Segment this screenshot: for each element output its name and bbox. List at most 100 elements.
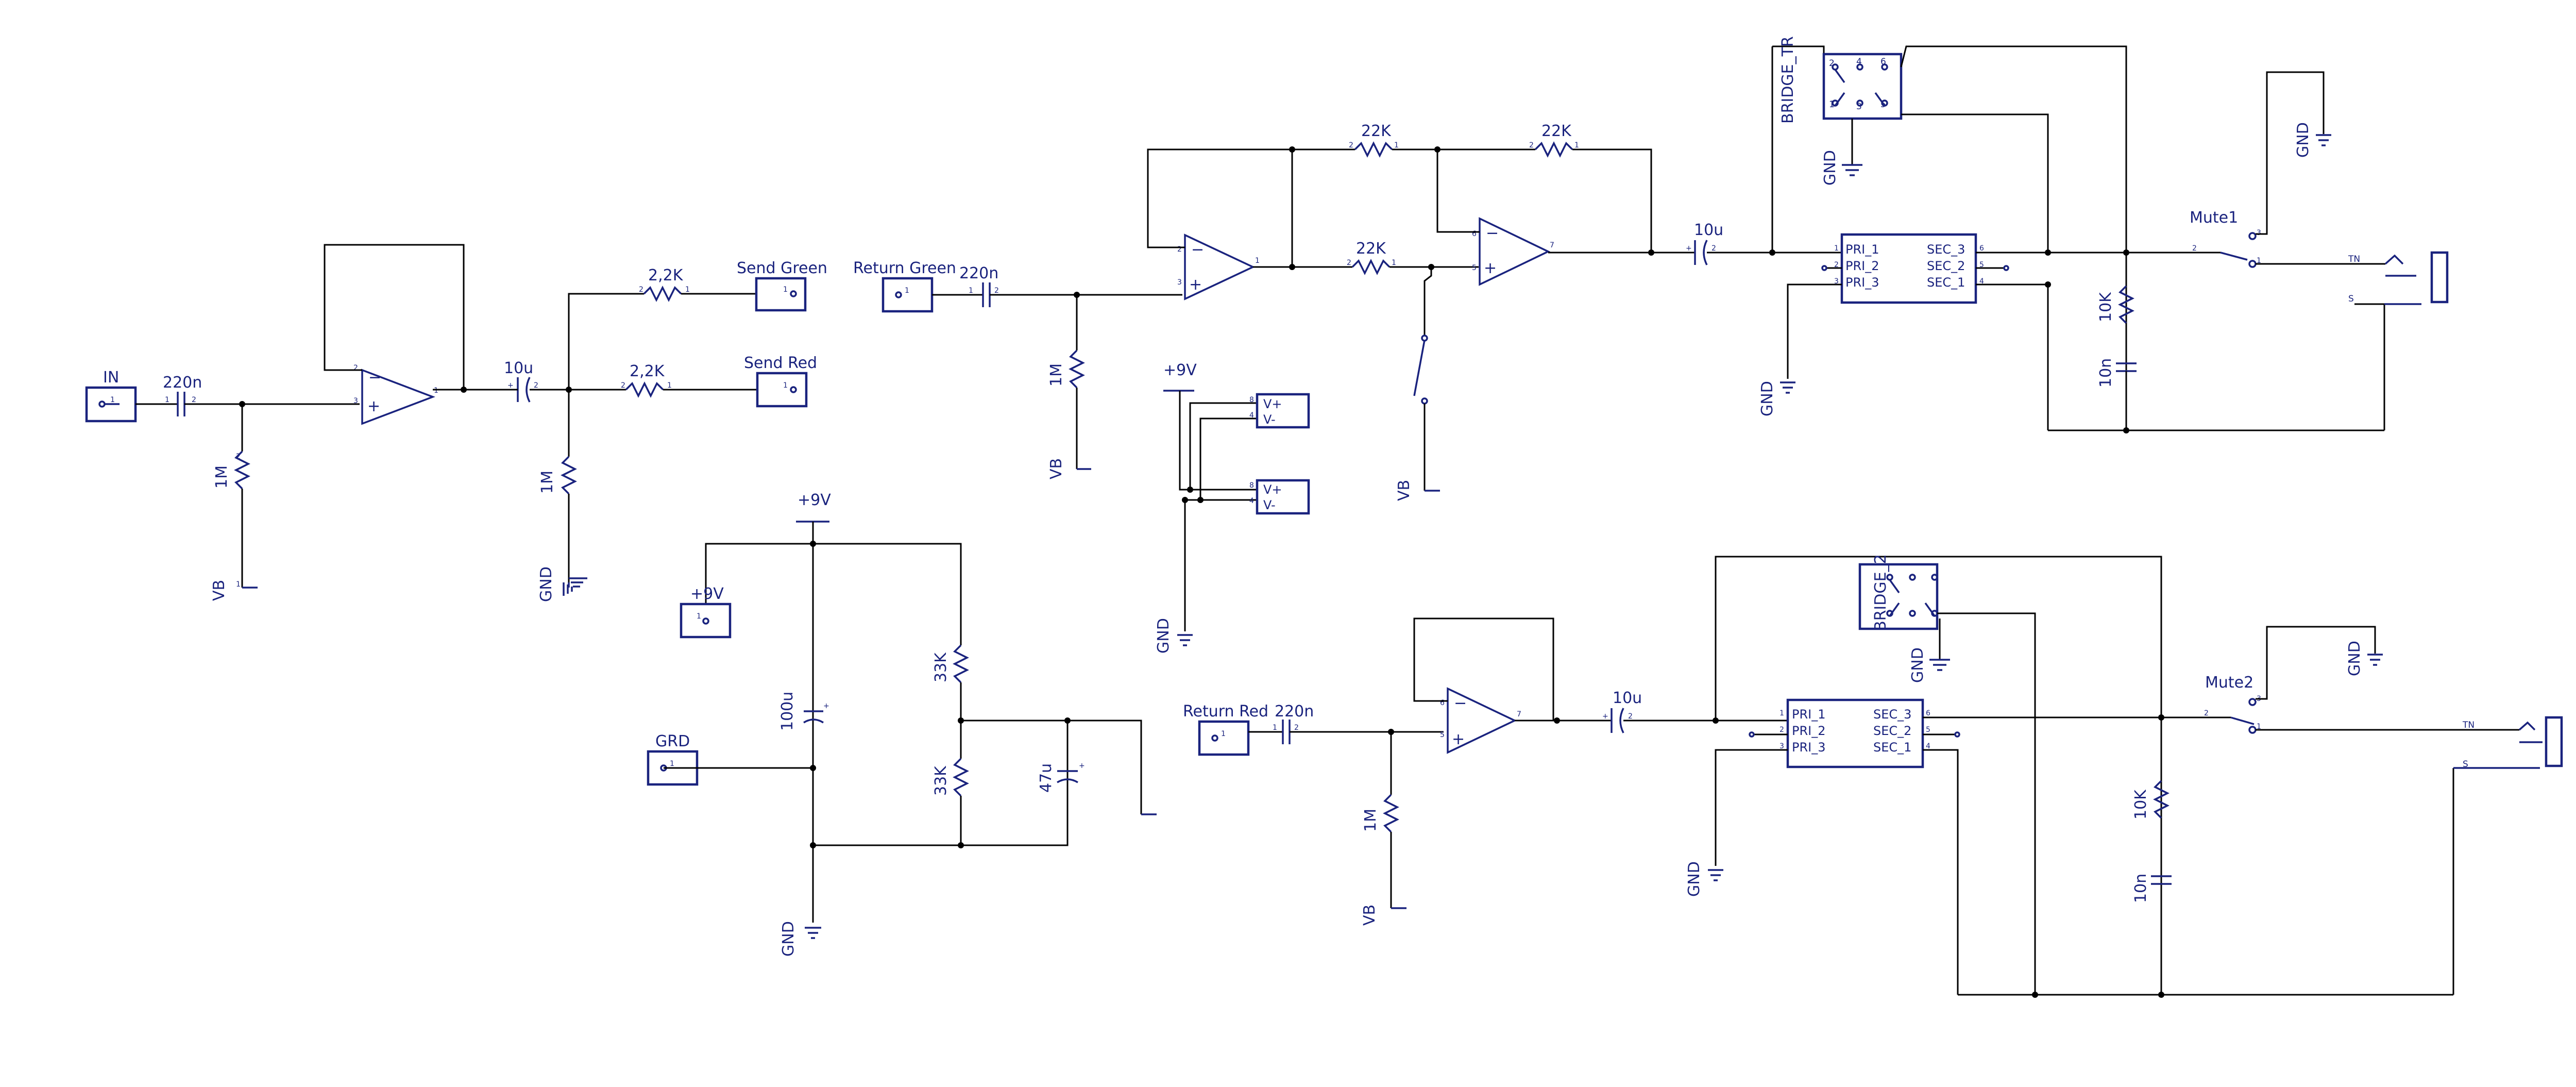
- vb-label-3: VB: [1395, 480, 1413, 501]
- r-ret-green-label: 1M: [1047, 363, 1065, 387]
- svg-text:3: 3: [353, 397, 358, 405]
- svg-text:2: 2: [1347, 259, 1351, 267]
- t2-pri3: PRI_3: [1792, 740, 1826, 755]
- c-in-label: 220n: [163, 374, 202, 392]
- send-red-connector[interactable]: [756, 372, 808, 408]
- svg-text:+: +: [1686, 244, 1692, 253]
- t2-sec1: SEC_1: [1873, 740, 1911, 755]
- plus9v-connector[interactable]: [680, 603, 732, 639]
- mute2-label: Mute2: [2205, 674, 2253, 692]
- svg-text:1: 1: [1392, 259, 1396, 267]
- svg-text:1: 1: [969, 287, 973, 295]
- svg-text:1: 1: [1255, 257, 1260, 265]
- transformer-2: [1786, 698, 1924, 768]
- in-connector[interactable]: [85, 386, 137, 423]
- c-psu-label: 100u: [778, 692, 796, 731]
- return-red-connector[interactable]: [1198, 720, 1250, 756]
- svg-text:5: 5: [1440, 731, 1445, 739]
- t1-pri1: PRI_1: [1845, 242, 1879, 257]
- svg-text:3: 3: [2257, 229, 2261, 237]
- output-green-section: PRI_1 PRI_2 PRI_3 SEC_3 SEC_2 SEC_1 1 2 …: [1758, 36, 2449, 433]
- jack1-s: S: [2348, 294, 2354, 304]
- c-mute2-label: 10n: [2132, 874, 2150, 903]
- vb-label-1: VB: [210, 580, 228, 601]
- svg-text:2: 2: [621, 381, 625, 390]
- send-green-connector[interactable]: [755, 277, 807, 312]
- ic1-vminus-label: V-: [1263, 412, 1276, 427]
- svg-text:5: 5: [1979, 261, 1984, 269]
- vb-label-2: VB: [1047, 458, 1065, 479]
- svg-text:6: 6: [1880, 57, 1886, 67]
- svg-text:2: 2: [1294, 724, 1299, 732]
- bridge-2: [1858, 563, 1939, 630]
- svg-text:+: +: [1602, 712, 1608, 721]
- svg-text:1: 1: [1834, 244, 1839, 253]
- gnd-label-bridge1: GND: [1821, 150, 1839, 186]
- svg-text:1: 1: [2257, 257, 2261, 265]
- c-mute1-label: 10n: [2097, 358, 2115, 388]
- t1-pri3: PRI_3: [1845, 275, 1879, 290]
- return-green-stage: 1 Return Green 220n 1 2 1M VB − + 2 3 1 …: [853, 122, 1842, 501]
- gnd-label-t1: GND: [1758, 381, 1776, 416]
- svg-text:8: 8: [1249, 396, 1254, 404]
- svg-text:4: 4: [1249, 411, 1254, 420]
- return-red-label: Return Red: [1183, 703, 1268, 721]
- svg-text:−: −: [1454, 694, 1467, 712]
- c-ret-green-label: 220n: [959, 264, 998, 282]
- return-red-stage: 1 Return Red 220n 1 2 1M VB − + 6 5 7 10…: [1183, 617, 1788, 926]
- svg-text:6: 6: [1979, 244, 1984, 253]
- mute1-label: Mute1: [2190, 209, 2238, 227]
- svg-text:1: 1: [783, 381, 788, 390]
- svg-text:2: 2: [192, 396, 196, 404]
- r-mute1-label: 10K: [2097, 292, 2115, 322]
- svg-text:1: 1: [1574, 141, 1579, 149]
- ic-power: +9V GND V+ V- 8 4 V+ V- 8 4: [1155, 361, 1310, 654]
- return-green-connector[interactable]: [882, 277, 934, 313]
- svg-text:1: 1: [1273, 724, 1277, 732]
- svg-text:2: 2: [353, 364, 358, 372]
- svg-text:3: 3: [1834, 277, 1839, 286]
- svg-text:3: 3: [1177, 278, 1182, 287]
- plus9v-label-psu: +9V: [798, 491, 831, 509]
- bridge-2-label: BRIDGE_2: [1872, 554, 1890, 631]
- svg-text:1: 1: [667, 381, 672, 390]
- gnd-label-t2: GND: [1685, 861, 1703, 897]
- r-ret-red-label: 1M: [1362, 809, 1380, 832]
- svg-text:1: 1: [1780, 709, 1784, 717]
- r-div-top-label: 33K: [932, 652, 950, 682]
- r-div-bot-label: 33K: [932, 765, 950, 796]
- svg-text:1: 1: [697, 612, 701, 621]
- svg-text:2: 2: [639, 286, 643, 294]
- output-red-section: PRI_1 PRI_2 PRI_3 SEC_3 SEC_2 SEC_1 1 2 …: [1685, 554, 2563, 998]
- svg-text:6: 6: [1440, 699, 1445, 707]
- gnd-label-bridge2: GND: [1909, 647, 1927, 683]
- t1-pri2: PRI_2: [1845, 259, 1879, 273]
- c-out1-label: 10u: [504, 359, 533, 377]
- svg-text:+: +: [367, 397, 380, 415]
- r-mute2-label: 10K: [2132, 789, 2150, 820]
- svg-text:2: 2: [534, 381, 538, 390]
- opamp-2: [1184, 233, 1256, 300]
- svg-text:1: 1: [1829, 99, 1835, 110]
- t2-pri1: PRI_1: [1792, 707, 1826, 722]
- svg-text:1: 1: [236, 580, 241, 589]
- jack-1[interactable]: [2430, 251, 2449, 304]
- jack-2[interactable]: [2545, 716, 2563, 767]
- ic1-vplus-label: V+: [1263, 397, 1282, 411]
- opamp-1: [361, 369, 435, 425]
- plus9v-conn-label: +9V: [690, 585, 724, 603]
- svg-text:3: 3: [1780, 742, 1784, 750]
- svg-text:1: 1: [2257, 723, 2261, 731]
- svg-text:1: 1: [110, 396, 115, 404]
- svg-text:4: 4: [1249, 497, 1254, 505]
- plus9v-label-ic: +9V: [1163, 361, 1197, 379]
- t1-sec3: SEC_3: [1927, 242, 1965, 257]
- svg-text:1: 1: [165, 396, 170, 404]
- svg-text:8: 8: [1249, 481, 1254, 490]
- svg-text:1: 1: [670, 760, 674, 768]
- r-in-label: 1M: [213, 465, 231, 489]
- gnd-label-mute1: GND: [2294, 122, 2312, 158]
- r-fb1-label: 22K: [1361, 122, 1392, 140]
- gnd-label-mute2: GND: [2346, 641, 2364, 676]
